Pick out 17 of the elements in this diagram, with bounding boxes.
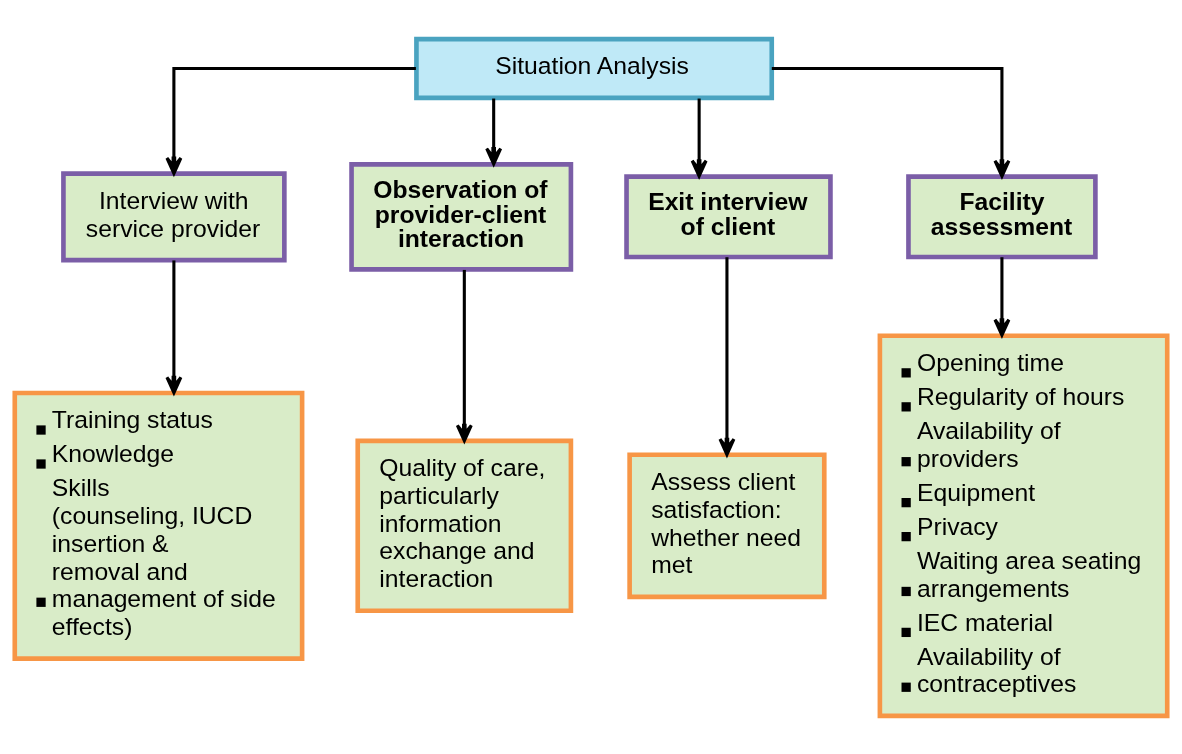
node-box: Interview with service provider: [61, 170, 287, 262]
node-box: Opening time Regularity of hours Availability of providers Equipment Privacy Waiting area seating arrangements IEC material Availability of contraceptives: [877, 332, 1170, 718]
arrow: [993, 256, 1011, 337]
node-box: Assess client satisfaction: whether need met: [627, 451, 827, 599]
arrow: [165, 259, 183, 394]
node-box: Situation Analysis: [414, 36, 775, 100]
node-box: Observation of provider-client interaction: [349, 161, 574, 272]
arrow: [718, 256, 736, 456]
arrow: [771, 66, 1011, 178]
node-box: Exit interview of client: [624, 173, 833, 259]
node-box: Facility assessment: [906, 173, 1098, 259]
arrow: [455, 269, 473, 442]
arrow: [690, 98, 708, 178]
node-box: Training status Knowledge Skills (counseling, IUCD insertion & removal and management of side effects): [12, 390, 305, 661]
node-box: Quality of care, particularly information exchange and interaction: [355, 438, 574, 613]
arrow: [485, 98, 503, 166]
arrow: [165, 66, 416, 175]
